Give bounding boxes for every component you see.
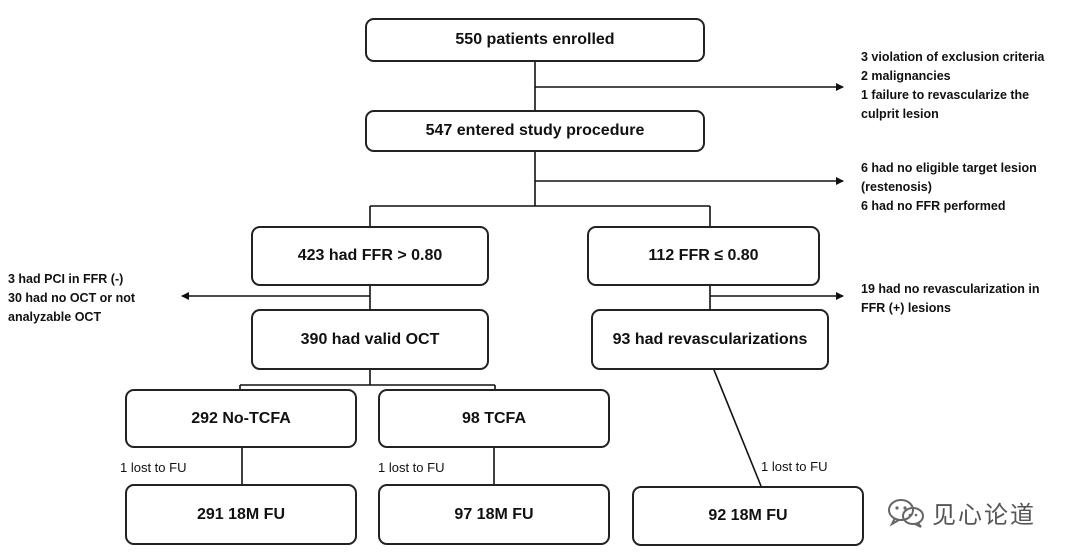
wechat-icon [888, 498, 924, 528]
exclusion-line: 2 malignancies [861, 69, 951, 83]
box-ffr-high: 423 had FFR > 0.80 [251, 226, 489, 286]
exclusion-line: 6 had no eligible target lesion [861, 161, 1037, 175]
exclusion-line: 3 violation of exclusion criteria [861, 50, 1045, 64]
exclusion-line: 19 had no revascularization in [861, 282, 1040, 296]
box-ffr-low: 112 FFR ≤ 0.80 [587, 226, 820, 286]
exclusion-line: (restenosis) [861, 180, 932, 194]
exclusion-note-4: 19 had no revascularization in FFR (+) l… [861, 280, 1040, 318]
exclusion-note-3: 3 had PCI in FFR (-) 30 had no OCT or no… [8, 270, 135, 327]
box-fu-no-tcfa: 291 18M FU [125, 484, 357, 545]
watermark-text: 见心论道 [932, 501, 1036, 529]
exclusion-note-2: 6 had no eligible target lesion (resteno… [861, 159, 1037, 216]
exclusion-line: 30 had no OCT or not [8, 291, 136, 305]
lost-label-tcfa: 1 lost to FU [378, 460, 445, 475]
exclusion-line: analyzable OCT [8, 310, 102, 324]
lost-label-revasc: 1 lost to FU [761, 459, 828, 474]
exclusion-line: culprit lesion [861, 107, 939, 121]
box-enrolled: 550 patients enrolled [365, 18, 705, 62]
box-valid-oct: 390 had valid OCT [251, 309, 489, 370]
lost-label-no-tcfa: 1 lost to FU [120, 460, 187, 475]
exclusion-line: 6 had no FFR performed [861, 199, 1006, 213]
box-no-tcfa: 292 No-TCFA [125, 389, 357, 448]
exclusion-line: 1 failure to revascularize the [861, 88, 1030, 102]
watermark-logo: 见心论道 [886, 495, 1036, 530]
exclusion-line: FFR (+) lesions [861, 301, 951, 315]
box-tcfa: 98 TCFA [378, 389, 610, 448]
box-fu-revasc: 92 18M FU [632, 486, 864, 546]
exclusion-line: 3 had PCI in FFR (-) [8, 272, 124, 286]
connector-revasc-fu [713, 369, 762, 487]
box-fu-tcfa: 97 18M FU [378, 484, 610, 545]
box-revasc: 93 had revascularizations [591, 309, 829, 370]
box-entered: 547 entered study procedure [365, 110, 705, 152]
exclusion-note-1: 3 violation of exclusion criteria 2 mali… [861, 48, 1044, 124]
